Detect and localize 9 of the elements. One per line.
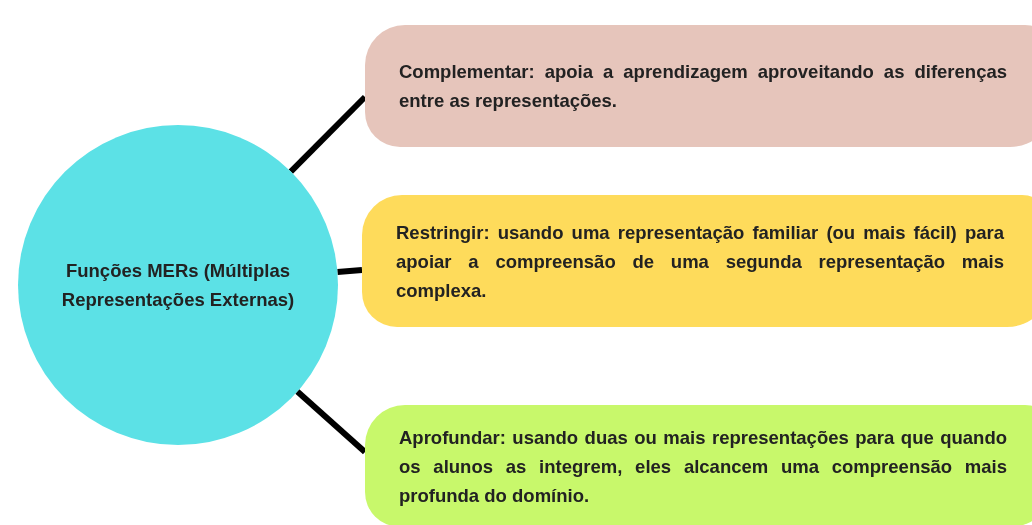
- connector-line: [295, 389, 367, 455]
- text-card: [362, 195, 1032, 327]
- text-card: [365, 25, 1032, 147]
- text-card: [365, 405, 1032, 525]
- connector-line: [337, 267, 363, 275]
- description-text: Aprofundar: usando duas ou mais representações para que quando os alunos as integrem, eles alcancem uma compreensão mais profunda do domínio.: [399, 425, 1007, 508]
- node-title: Funções MERs (Múltiplas Representações Externas): [60, 259, 296, 312]
- description-text: Restringir: usando uma representação familiar (ou mais fácil) para apoiar a compreensão de uma segunda representação mais complexa.: [396, 220, 1004, 303]
- description-text: Complementar: apoia a aprendizagem aproveitando as diferenças entre as representações.: [399, 60, 1007, 113]
